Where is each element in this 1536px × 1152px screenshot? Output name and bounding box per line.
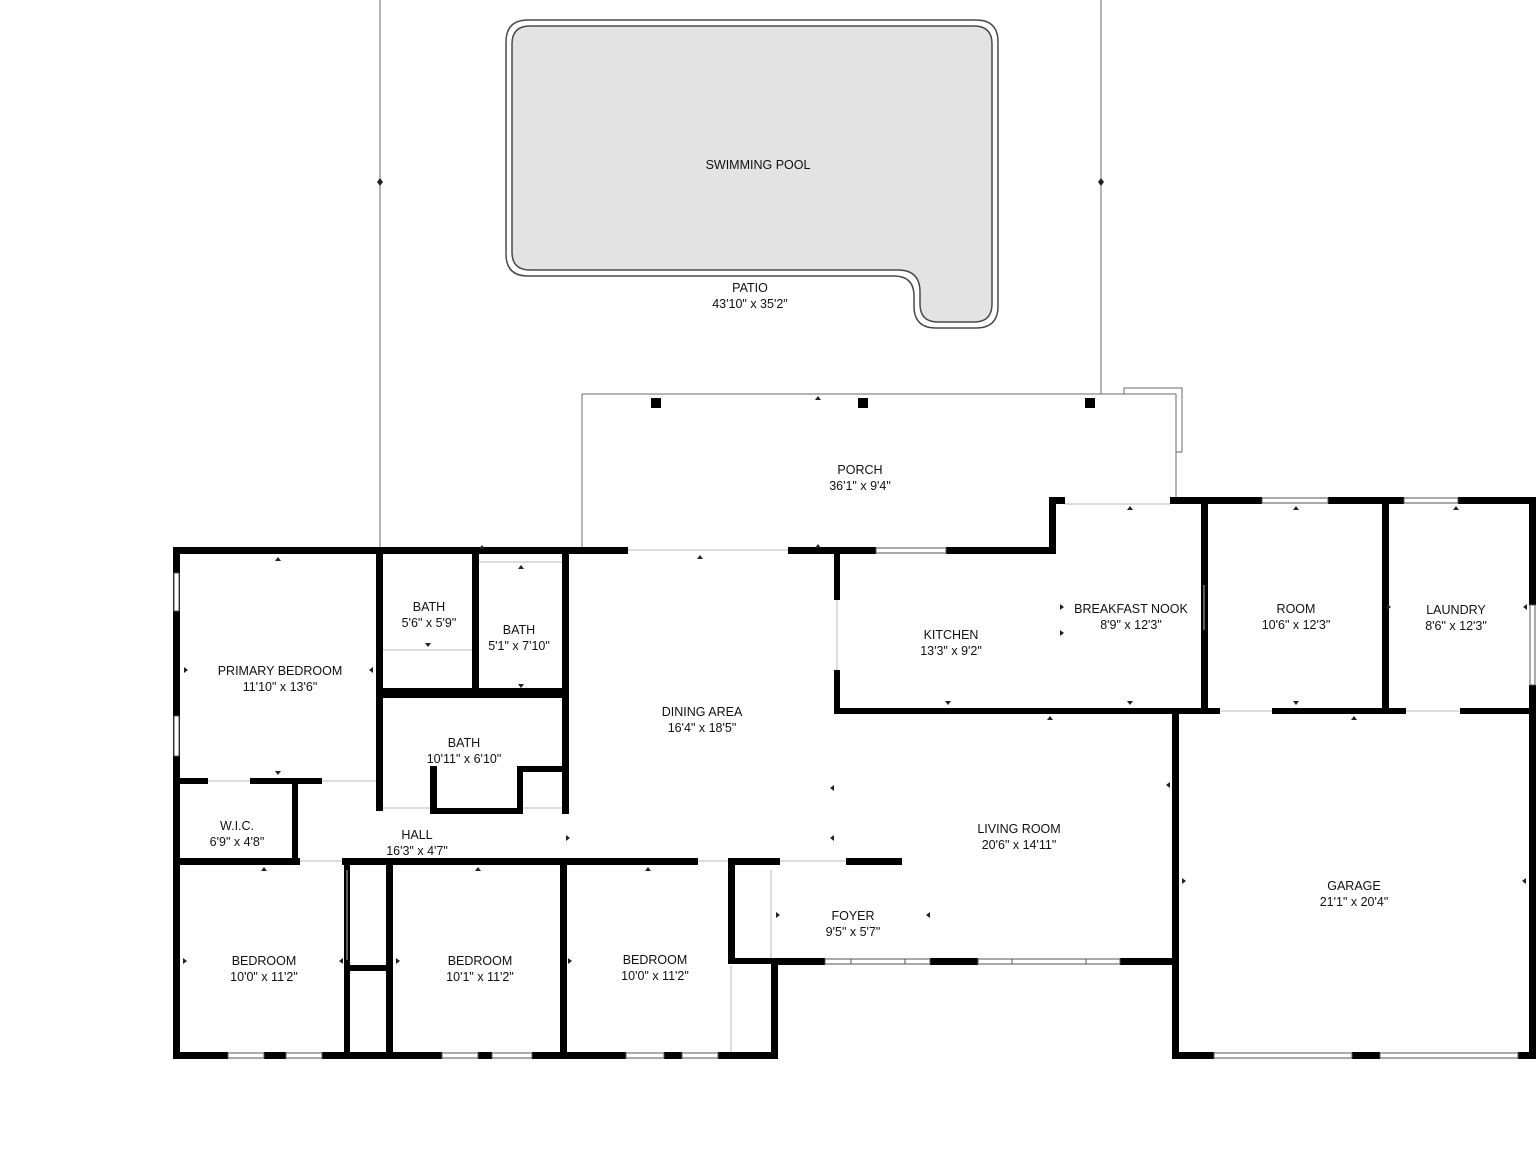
room-dimensions: 21'1" x 20'4" (1320, 895, 1389, 909)
room-dimensions: 8'6" x 12'3" (1425, 619, 1487, 633)
exterior-walls (173, 497, 1536, 1059)
room-bath-2-label: BATH 5'1" x 7'10" (488, 623, 550, 653)
room-dimensions: 10'11" x 6'10" (427, 752, 502, 766)
room-name: BEDROOM (232, 954, 297, 968)
room-dimensions: 9'5" x 5'7" (826, 925, 881, 939)
room-foyer-label: FOYER 9'5" x 5'7" (826, 909, 881, 939)
porch-post (858, 398, 868, 408)
room-dimensions: 10'6" x 12'3" (1262, 618, 1331, 632)
room-garage-label: GARAGE 21'1" x 20'4" (1320, 879, 1389, 909)
room-room-label: ROOM 10'6" x 12'3" (1262, 602, 1331, 632)
room-dimensions: 10'0" x 11'2" (230, 970, 298, 984)
room-dimensions: 13'3" x 9'2" (920, 644, 982, 658)
room-name: BEDROOM (448, 954, 513, 968)
room-dimensions: 5'1" x 7'10" (488, 639, 550, 653)
room-name: KITCHEN (924, 628, 979, 642)
room-bedroom-3-label: BEDROOM 10'0" x 11'2" (621, 953, 689, 983)
room-name: PORCH (837, 463, 882, 477)
porch-post (651, 398, 661, 408)
room-name: ROOM (1277, 602, 1316, 616)
room-name: W.I.C. (220, 819, 254, 833)
room-primary-bedroom-label: PRIMARY BEDROOM 11'10" x 13'6" (218, 664, 343, 694)
room-name: PRIMARY BEDROOM (218, 664, 343, 678)
room-breakfast-nook-label: BREAKFAST NOOK 8'9" x 12'3" (1074, 602, 1188, 632)
interior-walls (180, 497, 1536, 1059)
patio-outline (377, 0, 1104, 550)
room-dimensions: 10'0" x 11'2" (621, 969, 689, 983)
room-name: FOYER (831, 909, 874, 923)
room-dining-area-label: DINING AREA 16'4" x 18'5" (662, 705, 743, 735)
room-bedroom-2-label: BEDROOM 10'1" x 11'2" (446, 954, 514, 984)
room-laundry-label: LAUNDRY 8'6" x 12'3" (1425, 603, 1487, 633)
room-kitchen-label: KITCHEN 13'3" x 9'2" (920, 628, 982, 658)
room-name: BREAKFAST NOOK (1074, 602, 1188, 616)
windows (173, 497, 1536, 1059)
room-dimensions: 16'3" x 4'7" (386, 844, 448, 858)
room-porch-label: PORCH 36'1" x 9'4" (829, 463, 891, 493)
dimension-ticks (183, 396, 1527, 964)
room-bath-1-label: BATH 5'6" x 5'9" (402, 600, 457, 630)
room-dimensions: 43'10" x 35'2" (712, 297, 788, 311)
room-dimensions: 36'1" x 9'4" (829, 479, 891, 493)
room-living-room-label: LIVING ROOM 20'6" x 14'11" (977, 822, 1060, 852)
room-dimensions: 10'1" x 11'2" (446, 970, 514, 984)
room-dimensions: 20'6" x 14'11" (982, 838, 1057, 852)
room-name: SWIMMING POOL (706, 158, 811, 172)
room-name: LIVING ROOM (977, 822, 1060, 836)
room-name: GARAGE (1327, 879, 1381, 893)
door-openings (208, 503, 1460, 1052)
room-swimming-pool-label: SWIMMING POOL (706, 158, 811, 172)
room-dimensions: 11'10" x 13'6" (243, 680, 318, 694)
room-dimensions: 16'4" x 18'5" (668, 721, 737, 735)
porch-post (1085, 398, 1095, 408)
room-name: HALL (401, 828, 432, 842)
room-dimensions: 5'6" x 5'9" (402, 616, 457, 630)
room-name: BATH (503, 623, 535, 637)
porch-outline (581, 387, 1183, 550)
room-name: PATIO (732, 281, 768, 295)
room-name: BATH (448, 736, 480, 750)
room-name: DINING AREA (662, 705, 743, 719)
room-bath-3-label: BATH 10'11" x 6'10" (427, 736, 502, 766)
room-dimensions: 6'9" x 4'8" (210, 835, 265, 849)
room-hall-label: HALL 16'3" x 4'7" (386, 828, 448, 858)
swimming-pool (505, 19, 999, 329)
room-wic-label: W.I.C. 6'9" x 4'8" (210, 819, 265, 849)
room-dimensions: 8'9" x 12'3" (1100, 618, 1162, 632)
room-name: LAUNDRY (1426, 603, 1486, 617)
room-bedroom-1-label: BEDROOM 10'0" x 11'2" (230, 954, 298, 984)
room-name: BATH (413, 600, 445, 614)
room-name: BEDROOM (623, 953, 688, 967)
room-patio-label: PATIO 43'10" x 35'2" (712, 281, 788, 311)
